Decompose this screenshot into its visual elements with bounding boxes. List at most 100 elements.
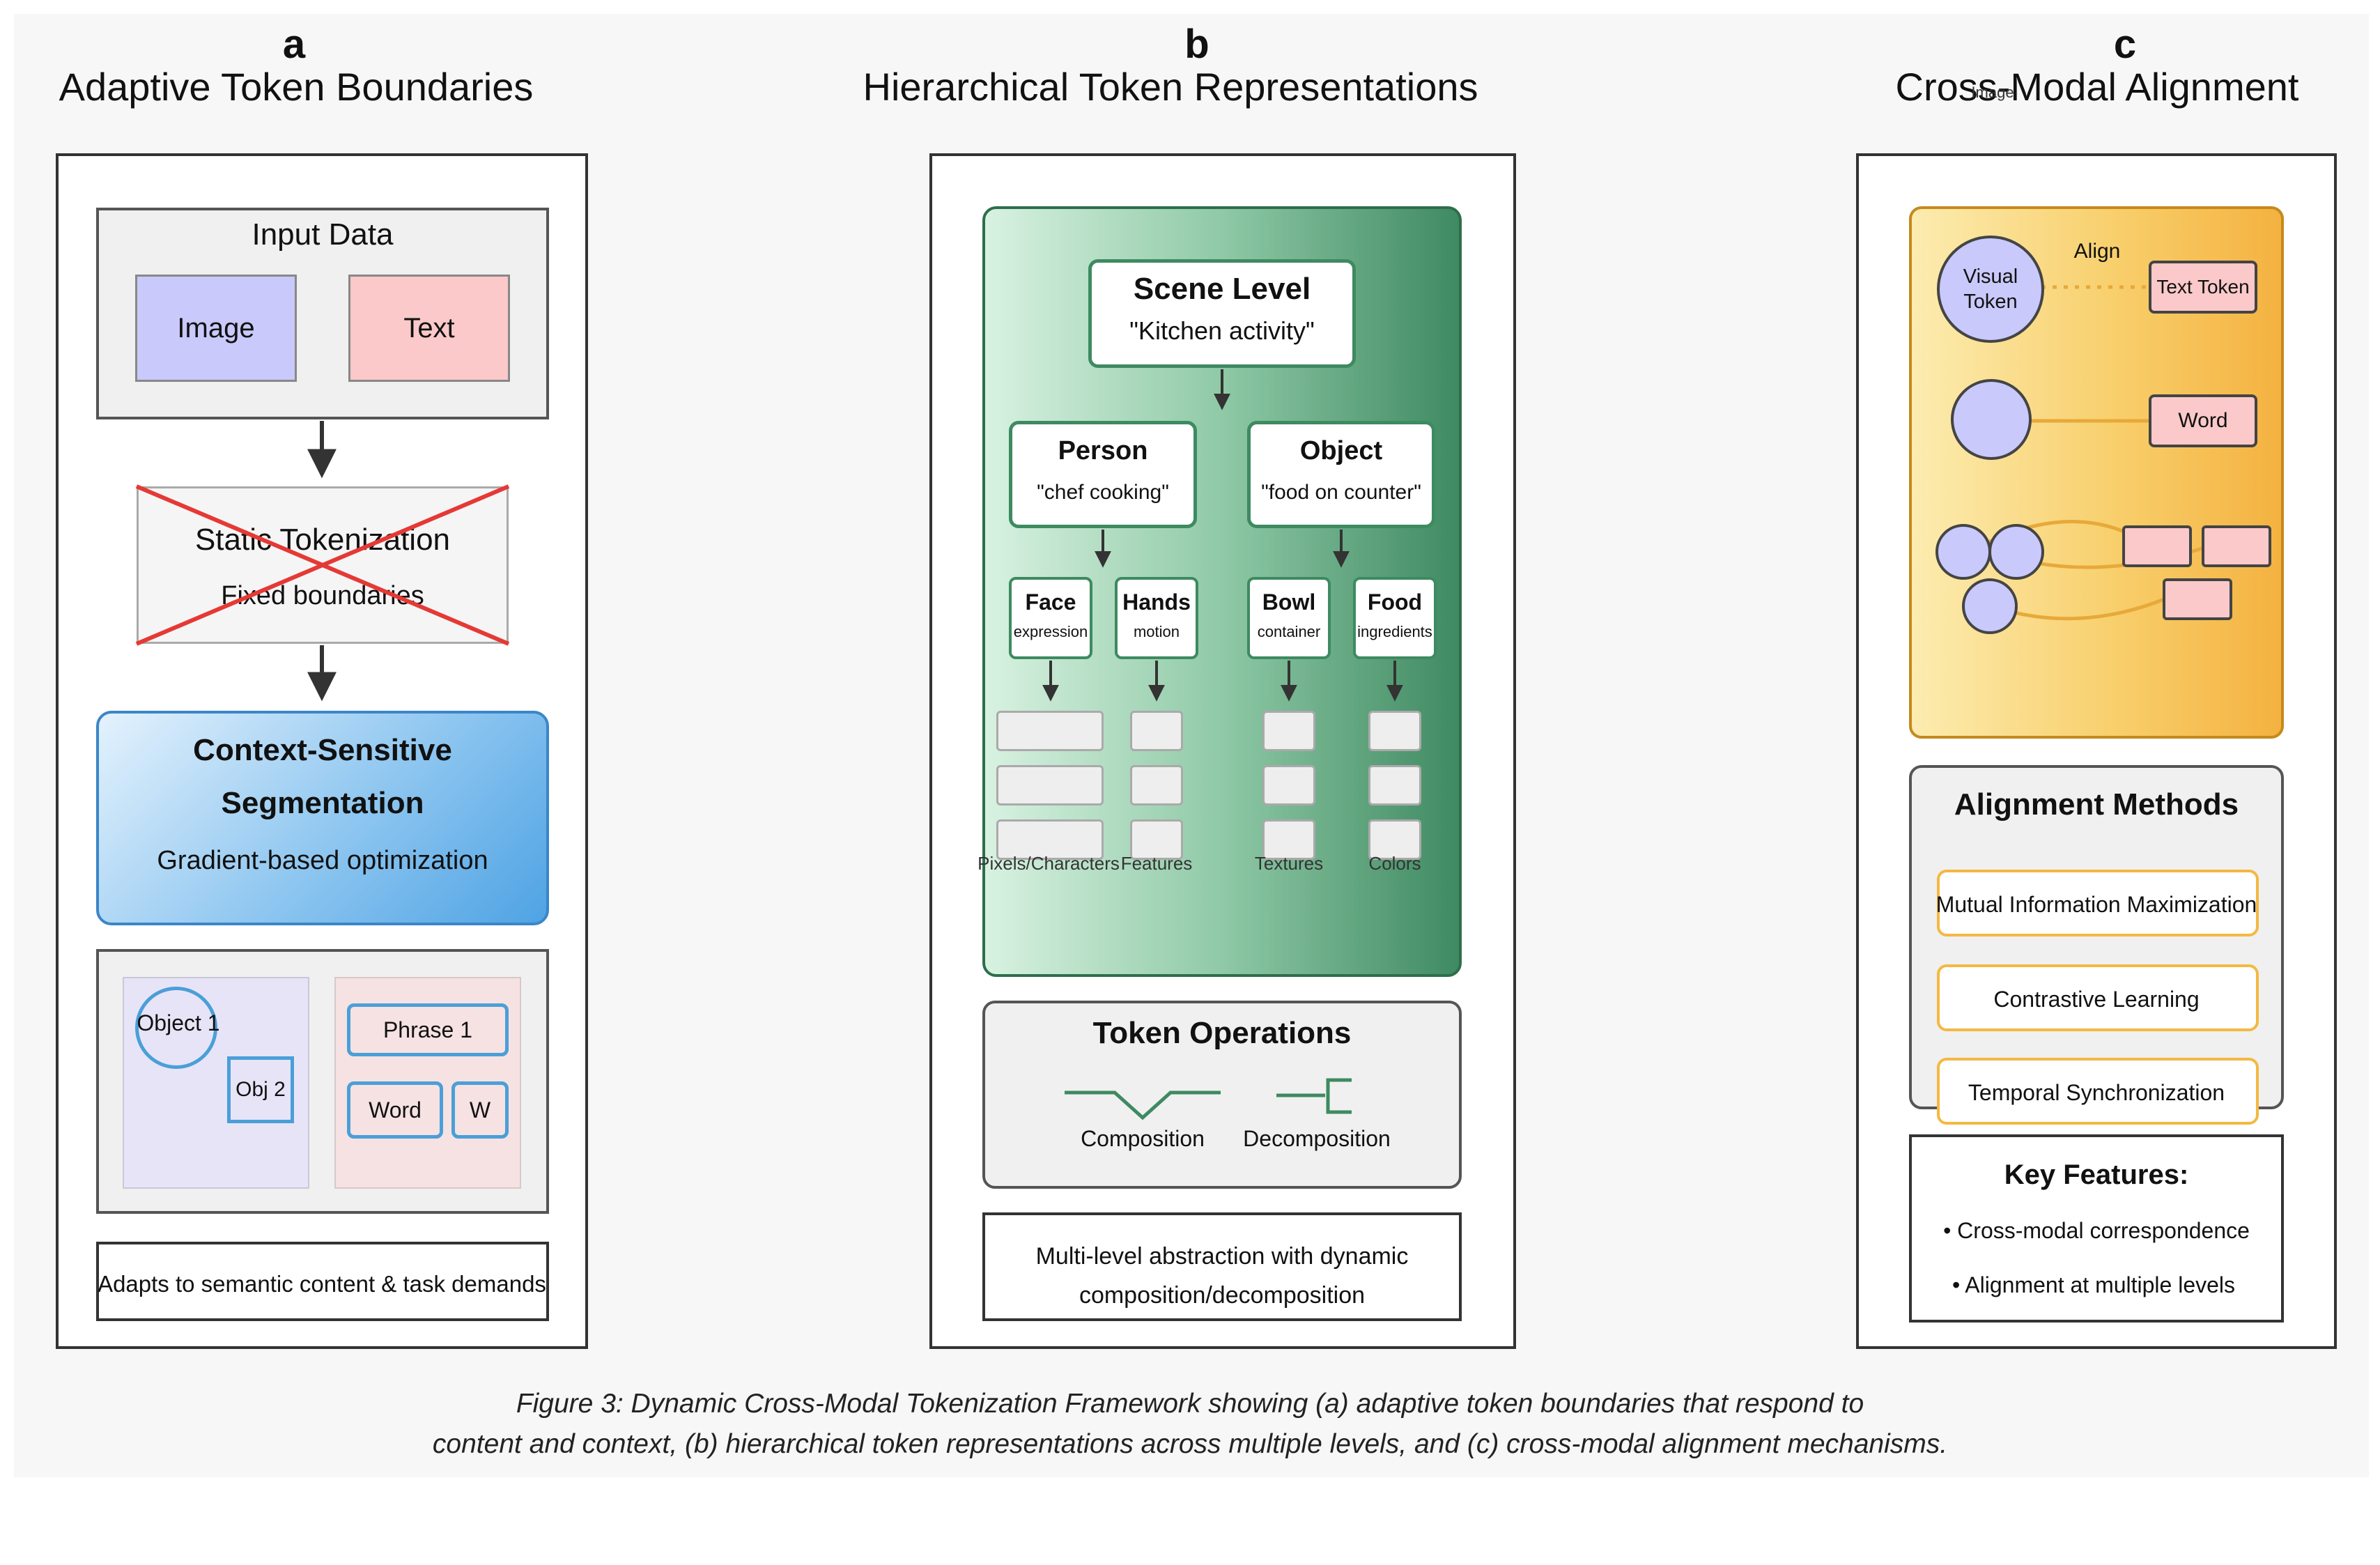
cluster-rect-1 — [2122, 525, 2192, 567]
w-box: W — [451, 1081, 509, 1139]
figure-caption-line-2: content and context, (b) hierarchical to… — [432, 1429, 1948, 1459]
figure-caption-line-1: Figure 3: Dynamic Cross-Modal Tokenizati… — [516, 1389, 1864, 1419]
image-box: Image — [135, 275, 297, 382]
leaf-food-box — [1353, 577, 1437, 659]
word-box: Word — [347, 1081, 443, 1139]
alignment-methods-title: Alignment Methods — [1954, 787, 2239, 822]
method-mutual-info-box — [1937, 870, 2259, 936]
leaf-bowl-sub: container — [1257, 623, 1321, 640]
text-token-box: Text Token — [2149, 261, 2257, 314]
context-sub: Gradient-based optimization — [157, 846, 488, 875]
primitive-token — [996, 711, 1104, 751]
word-box-c: Word — [2149, 394, 2257, 447]
token-operations-title: Token Operations — [1092, 1016, 1352, 1050]
leaf-hands-title: Hands — [1122, 589, 1191, 615]
key-features-box — [1909, 1134, 2284, 1323]
method-temporal: Temporal Synchronization — [1968, 1080, 2225, 1105]
leaf-food-sub: ingredients — [1357, 623, 1432, 640]
phrase-1-label: Phrase 1 — [382, 1017, 473, 1042]
person-title: Person — [1058, 436, 1148, 465]
cluster-rect-3 — [2163, 578, 2232, 620]
leaf-food-title: Food — [1367, 589, 1423, 615]
cluster-circle-1 — [1935, 524, 1991, 580]
leaf-bowl-bottom-label: Textures — [1254, 853, 1324, 874]
panel-a-title: Adaptive Token Boundaries — [59, 65, 534, 109]
key-feature-2: • Alignment at multiple levels — [1952, 1272, 2236, 1297]
cluster-rect-2 — [2202, 525, 2271, 567]
decomposition-label: Decomposition — [1243, 1126, 1391, 1151]
text-token-label: Text Token — [2156, 276, 2250, 298]
method-contrastive-box — [1937, 964, 2259, 1031]
leaf-hands-box — [1115, 577, 1198, 659]
composition-label: Composition — [1081, 1126, 1205, 1151]
object-1-label: Object 1 — [137, 1010, 220, 1035]
scene-level-box — [1088, 259, 1356, 368]
cluster-circle-2 — [1988, 524, 2044, 580]
cross-line-2 — [135, 484, 510, 646]
leaf-face-bottom-label: Pixels/Characters — [978, 853, 1120, 874]
visual-circle-2 — [1951, 379, 2032, 460]
align-label: Align — [2073, 240, 2121, 263]
primitive-token — [1130, 765, 1183, 805]
panel-a-note-box — [96, 1242, 549, 1321]
object-sub: "food on counter" — [1261, 481, 1421, 504]
context-title-1: Context-Sensitive — [193, 733, 452, 767]
leaf-face-box — [1009, 577, 1092, 659]
input-data-title: Input Data — [252, 217, 394, 252]
text-label: Text — [403, 312, 455, 344]
primitive-token — [996, 819, 1104, 860]
leaf-hands-bottom-label: Features — [1120, 853, 1193, 874]
primitive-token — [1130, 711, 1183, 751]
key-features-title: Key Features: — [2004, 1159, 2189, 1190]
primitive-token — [1262, 711, 1315, 751]
panel-a-note: Adapts to semantic content & task demand… — [98, 1271, 546, 1297]
context-segmentation-box — [96, 711, 549, 925]
leaf-bowl-title: Bowl — [1262, 589, 1316, 615]
primitive-token — [1368, 819, 1421, 860]
word-label-c: Word — [2178, 409, 2228, 432]
context-title-2: Segmentation — [221, 786, 424, 820]
visual-token-label: Visual Token — [1963, 265, 2018, 313]
panel-b-title: Hierarchical Token Representations — [863, 65, 1478, 109]
word-label: Word — [369, 1097, 422, 1123]
token-operations-box — [982, 1001, 1462, 1189]
panel-c-letter: c — [2113, 22, 2137, 67]
leaf-face-title: Face — [1025, 589, 1076, 615]
composition-symbol — [1065, 1090, 1221, 1120]
panel-b-note-box — [982, 1212, 1462, 1321]
alignment-methods-box — [1909, 765, 2284, 1109]
scene-level-title: Scene Level — [1133, 272, 1311, 306]
primitive-token — [1368, 711, 1421, 751]
primitive-token — [1130, 819, 1183, 860]
visual-token-circle: Visual Token — [1937, 236, 2044, 343]
image-label: Image — [177, 312, 255, 344]
leaf-hands-sub: motion — [1133, 623, 1180, 640]
panel-b-note-1: Multi-level abstraction with dynamic — [1035, 1243, 1409, 1270]
method-temporal-box — [1937, 1058, 2259, 1125]
primitive-token — [996, 765, 1104, 805]
decomposition-symbol-bracket — [1326, 1078, 1352, 1114]
method-mutual-info: Mutual Information Maximization — [1935, 892, 2257, 917]
key-feature-1: • Cross-modal correspondence — [1943, 1218, 2250, 1243]
object-title: Object — [1299, 436, 1383, 465]
object-box — [1247, 421, 1435, 528]
obj-2-box: Obj 2 — [227, 1056, 294, 1123]
panel-c-title-overlap: Image — [1971, 84, 2014, 101]
scene-level-sub: "Kitchen activity" — [1129, 316, 1315, 345]
leaf-food-bottom-label: Colors — [1368, 853, 1421, 874]
panel-a-letter: a — [282, 22, 306, 67]
person-box — [1009, 421, 1197, 528]
leaf-bowl-box — [1247, 577, 1331, 659]
primitive-token — [1262, 765, 1315, 805]
obj-2-label: Obj 2 — [235, 1078, 286, 1101]
person-sub: "chef cooking" — [1037, 481, 1169, 504]
phrase-1-box: Phrase 1 — [347, 1003, 509, 1056]
method-contrastive: Contrastive Learning — [1993, 987, 2200, 1012]
primitive-token — [1368, 765, 1421, 805]
w-label: W — [469, 1097, 491, 1123]
leaf-face-sub: expression — [1013, 623, 1088, 640]
text-box: Text — [348, 275, 510, 382]
cluster-circle-3 — [1962, 578, 2018, 634]
